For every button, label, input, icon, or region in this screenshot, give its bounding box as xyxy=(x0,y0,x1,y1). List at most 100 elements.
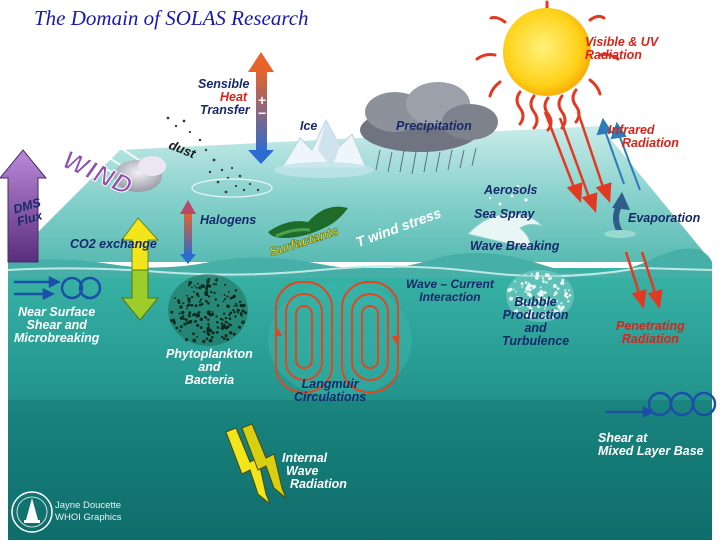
particle-dot xyxy=(194,285,196,287)
particle-dot xyxy=(228,291,230,293)
particle-dot xyxy=(542,280,545,283)
particle-dot xyxy=(521,282,524,285)
particle-dot xyxy=(182,302,184,304)
particle-dot xyxy=(215,298,217,300)
label-precipitation: Precipitation xyxy=(396,120,472,133)
particle-dot xyxy=(216,321,218,323)
particle-dot xyxy=(560,281,564,285)
particle-dot xyxy=(226,338,229,341)
particle-dot xyxy=(234,305,236,307)
particle-dot xyxy=(174,297,176,299)
particle-dot xyxy=(210,291,212,293)
particle-dot xyxy=(235,303,237,305)
label-penetrating: PenetratingRadiation xyxy=(616,320,685,346)
particle-dot xyxy=(200,298,202,300)
particle-dot xyxy=(188,311,191,314)
particle-dot xyxy=(196,336,198,338)
particle-dot xyxy=(226,304,229,307)
particle-dot xyxy=(204,292,206,294)
particle-dot xyxy=(529,284,532,287)
label-evaporation: Evaporation xyxy=(628,212,700,225)
particle-dot xyxy=(521,286,523,288)
particle-dot xyxy=(208,295,210,297)
particle-dot xyxy=(205,286,208,289)
particle-dot xyxy=(211,332,213,334)
particle-dot xyxy=(557,287,560,290)
particle-dot xyxy=(226,295,228,297)
particle-dot xyxy=(221,327,223,329)
label-wave-breaking: Wave Breaking xyxy=(470,240,559,253)
particle-dot xyxy=(524,291,526,293)
particle-dot xyxy=(197,283,199,285)
phytoplankton-cluster xyxy=(168,274,248,346)
particle-dot xyxy=(244,311,247,314)
particle-dot xyxy=(226,322,228,324)
particle-dot xyxy=(206,279,209,282)
particle-dot xyxy=(546,273,550,277)
particle-dot xyxy=(232,309,234,311)
particle-dot xyxy=(224,298,226,300)
particle-dot xyxy=(525,281,528,284)
particle-dot xyxy=(225,317,228,320)
particle-dot xyxy=(188,300,191,303)
particle-dot xyxy=(241,320,245,324)
particle-dot xyxy=(186,295,188,297)
particle-dot xyxy=(198,286,201,289)
particle-dot xyxy=(221,325,224,328)
particle-dot xyxy=(215,283,217,285)
label-co2-exchange: CO2 exchange xyxy=(70,238,157,251)
particle-dot xyxy=(177,299,180,302)
particle-dot xyxy=(188,314,191,317)
particle-dot xyxy=(525,274,527,276)
particle-dot xyxy=(197,311,199,313)
particle-dot xyxy=(525,287,529,291)
particle-dot xyxy=(561,279,564,282)
particle-dot xyxy=(221,322,224,325)
particle-dot xyxy=(233,333,236,336)
particle-dot xyxy=(236,305,238,307)
particle-dot xyxy=(193,339,197,343)
particle-dot xyxy=(179,330,181,332)
diagram-title: The Domain of SOLAS Research xyxy=(34,6,309,31)
particle-dot xyxy=(181,311,184,314)
particle-dot xyxy=(238,309,240,311)
particle-dot xyxy=(225,334,228,337)
particle-dot xyxy=(209,313,212,316)
particle-dot xyxy=(200,318,203,321)
particle-dot xyxy=(229,312,232,315)
particle-dot xyxy=(189,298,191,300)
particle-dot xyxy=(189,281,192,284)
particle-dot xyxy=(209,339,212,342)
particle-dot xyxy=(240,314,243,317)
particle-dot xyxy=(173,319,175,321)
particle-dot xyxy=(532,288,534,290)
particle-dot xyxy=(528,282,530,284)
particle-dot xyxy=(542,277,544,279)
particle-dot xyxy=(187,303,190,306)
label-sensible-heat: Sensible Heat Transfer xyxy=(198,78,250,117)
particle-dot xyxy=(206,329,209,332)
particle-dot xyxy=(170,311,173,314)
particle-dot xyxy=(204,316,206,318)
particle-dot xyxy=(201,285,205,289)
particle-dot xyxy=(186,308,188,310)
particle-dot xyxy=(196,293,199,296)
particle-dot xyxy=(207,302,210,305)
particle-dot xyxy=(233,311,236,314)
particle-dot xyxy=(223,337,226,340)
particle-dot xyxy=(182,315,184,317)
particle-dot xyxy=(213,292,215,294)
particle-dot xyxy=(540,287,542,289)
particle-dot xyxy=(540,291,543,294)
particle-dot xyxy=(208,285,211,288)
particle-dot xyxy=(229,331,232,334)
particle-dot xyxy=(543,291,546,294)
particle-dot xyxy=(224,284,226,286)
particle-dot xyxy=(531,273,533,275)
particle-dot xyxy=(200,326,203,329)
particle-dot xyxy=(185,338,188,341)
